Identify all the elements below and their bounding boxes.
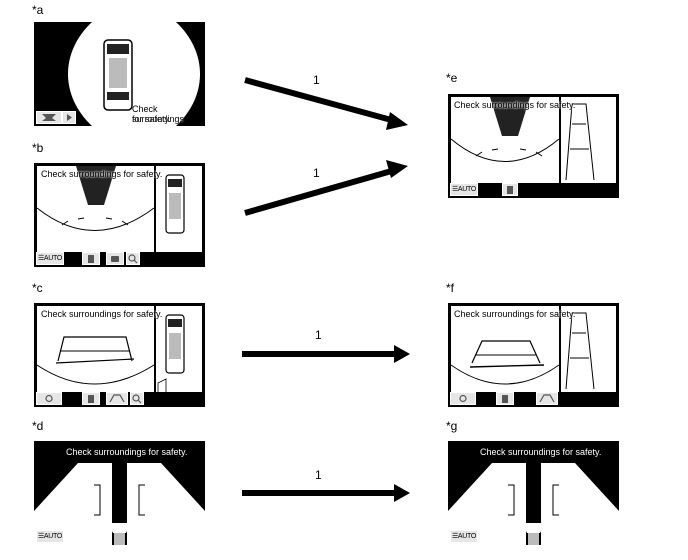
camera-icon xyxy=(42,114,56,121)
guide-lines-icon xyxy=(109,394,125,403)
screen-g-graphics xyxy=(448,459,619,545)
camera-icon xyxy=(45,394,53,403)
car-rear-icon xyxy=(88,395,94,403)
play-icon xyxy=(67,114,72,121)
camera-view-button[interactable] xyxy=(36,111,62,124)
label-d: *d xyxy=(32,419,44,433)
screen-e-graphics xyxy=(450,97,616,183)
screen-b-graphics xyxy=(36,166,202,252)
screen-f: Check surroundings for safety. xyxy=(448,303,619,407)
arrow-d-to-g xyxy=(242,484,410,502)
label-b: *b xyxy=(32,141,44,155)
screen-b: Check surroundings for safety. ☰AUTO xyxy=(34,163,205,267)
screen-g-message: Check surroundings for safety. xyxy=(480,447,602,457)
auto-button[interactable]: ☰AUTO xyxy=(450,183,478,196)
car-top-icon xyxy=(111,256,119,262)
arrow-c-to-f-label: 1 xyxy=(315,328,322,342)
car-rear-icon xyxy=(507,186,513,194)
car-rear-icon xyxy=(502,395,508,403)
car-rear-icon xyxy=(88,255,94,263)
arrow-a-to-e xyxy=(244,77,408,130)
label-c: *c xyxy=(32,281,43,295)
auto-button[interactable]: ☰AUTO xyxy=(36,530,64,543)
magnifier-icon xyxy=(132,394,142,404)
guide-lines-icon xyxy=(539,394,555,403)
magnifier-icon xyxy=(128,254,138,264)
arrow-a-to-e-label: 1 xyxy=(313,73,320,87)
screen-a-message-line1: Check surroundings xyxy=(132,104,185,124)
camera-icon xyxy=(459,394,467,403)
arrow-b-to-e-label: 1 xyxy=(313,166,320,180)
auto-label: AUTO xyxy=(43,533,63,540)
screen-c: Check surroundings for safety. xyxy=(34,303,205,407)
arrow-c-to-f xyxy=(242,345,410,363)
play-button[interactable] xyxy=(62,111,76,124)
auto-icon: ☰ xyxy=(37,533,44,540)
auto-icon: ☰ xyxy=(37,255,44,262)
guide-line-button[interactable] xyxy=(106,392,128,405)
screen-a-message-line2: for safety. xyxy=(132,114,171,124)
screen-b-message: Check surroundings for safety. xyxy=(41,169,163,179)
arrow-d-to-g-label: 1 xyxy=(315,468,322,482)
screen-c-graphics xyxy=(36,306,202,394)
screen-f-message: Check surroundings for safety. xyxy=(454,309,576,319)
screen-d: Check surroundings for safety. ☰AUTO xyxy=(34,441,205,545)
auto-label: AUTO xyxy=(43,255,63,262)
screen-c-message: Check surroundings for safety. xyxy=(41,309,163,319)
screen-g: Check surroundings for safety. ☰AUTO xyxy=(448,441,619,545)
screen-f-graphics xyxy=(450,306,616,392)
screen-d-message: Check surroundings for safety. xyxy=(66,447,188,457)
auto-label: AUTO xyxy=(457,533,477,540)
camera-view-button[interactable] xyxy=(36,392,62,405)
rear-view-button[interactable] xyxy=(82,392,100,405)
label-g: *g xyxy=(446,419,458,433)
auto-button[interactable]: ☰AUTO xyxy=(36,252,64,265)
auto-label: AUTO xyxy=(457,186,477,193)
zoom-button[interactable] xyxy=(130,392,144,405)
screen-e-message: Check surroundings for safety. xyxy=(454,100,576,110)
arrow-b-to-e xyxy=(244,160,408,216)
zoom-button[interactable] xyxy=(126,252,140,265)
screen-e: Check surroundings for safety. ☰AUTO xyxy=(448,94,619,198)
rear-view-button[interactable] xyxy=(82,252,100,265)
screen-a: Check surroundings for safety. xyxy=(34,22,205,126)
rear-view-button[interactable] xyxy=(502,183,518,196)
label-a: *a xyxy=(32,3,44,17)
screen-a-graphics xyxy=(68,22,200,126)
label-f: *f xyxy=(446,281,455,295)
auto-icon: ☰ xyxy=(451,533,458,540)
camera-view-button[interactable] xyxy=(450,392,476,405)
label-e: *e xyxy=(446,71,458,85)
top-view-button[interactable] xyxy=(106,252,124,265)
auto-icon: ☰ xyxy=(451,186,458,193)
rear-view-button[interactable] xyxy=(496,392,514,405)
screen-d-graphics xyxy=(34,459,205,545)
auto-button[interactable]: ☰AUTO xyxy=(450,530,478,543)
guide-line-button[interactable] xyxy=(536,392,558,405)
